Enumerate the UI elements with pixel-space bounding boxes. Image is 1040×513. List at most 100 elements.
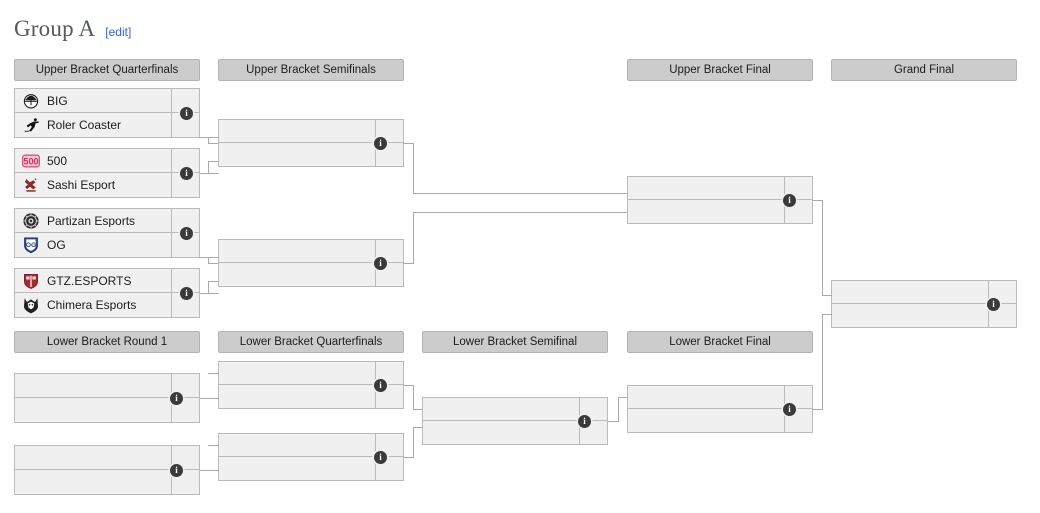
team-name: OG	[47, 239, 66, 251]
connector	[200, 173, 219, 174]
connector	[812, 200, 823, 201]
match-opponent-bottom[interactable]	[832, 304, 1016, 327]
match-lbqf1[interactable]: i	[218, 361, 404, 409]
round-header-upper-bracket-final: Upper Bracket Final	[627, 59, 813, 81]
opponent-info: BIG	[15, 89, 172, 112]
connector	[822, 200, 823, 295]
connector	[208, 445, 219, 446]
opponent-info	[423, 421, 580, 444]
big-logo	[22, 92, 40, 110]
round-header-grand-final: Grand Final	[831, 59, 1017, 81]
match-info-icon[interactable]: i	[783, 194, 796, 207]
team-name: BIG	[47, 94, 68, 107]
match-opponent-bottom[interactable]: Chimera Esports	[15, 293, 199, 317]
match-lower-bracket-final[interactable]: i	[627, 385, 813, 433]
match-ubsf2[interactable]: i	[218, 239, 404, 287]
match-opponent-top[interactable]: 500 500	[15, 149, 199, 173]
opponent-info: Partizan Esports	[15, 209, 172, 232]
connector	[200, 470, 219, 471]
connector	[413, 427, 423, 428]
match-grand-final[interactable]: i	[831, 280, 1017, 328]
edit-link[interactable]: [edit]	[105, 25, 132, 39]
connector	[608, 421, 619, 422]
match-lbr1b[interactable]: i	[14, 445, 200, 495]
match-opponent-top[interactable]	[219, 240, 403, 263]
match-ubqf4[interactable]: GTZ.ESPORTS Chimera Esports i	[14, 268, 200, 318]
connector	[812, 409, 823, 410]
match-info-icon[interactable]: i	[170, 464, 183, 477]
match-opponent-top[interactable]: BIG	[15, 89, 199, 113]
match-opponent-top[interactable]	[15, 374, 199, 398]
connector	[413, 212, 628, 213]
match-info-icon[interactable]: i	[180, 227, 193, 240]
connector	[413, 385, 414, 410]
match-opponent-bottom[interactable]	[628, 200, 812, 223]
gtz-esports-logo	[22, 272, 40, 290]
connector	[413, 427, 414, 458]
match-opponent-top[interactable]	[832, 281, 1016, 304]
match-opponent-top[interactable]	[15, 446, 199, 470]
match-opponent-bottom[interactable]: OG OG	[15, 233, 199, 257]
connector	[413, 409, 423, 410]
match-opponent-bottom[interactable]	[219, 263, 403, 286]
opponent-info: GTZ.ESPORTS	[15, 269, 172, 292]
match-opponent-top[interactable]: GTZ.ESPORTS	[15, 269, 199, 293]
match-opponent-top[interactable]	[423, 398, 607, 421]
connector	[208, 373, 219, 374]
match-opponent-top[interactable]	[219, 434, 403, 457]
opponent-info	[832, 304, 989, 327]
opponent-info: 500 500	[15, 149, 172, 172]
match-info-icon[interactable]: i	[180, 167, 193, 180]
match-upper-bracket-final[interactable]: i	[627, 176, 813, 224]
match-lower-bracket-semifinal[interactable]: i	[422, 397, 608, 445]
match-opponent-bottom[interactable]	[15, 398, 199, 422]
opponent-info	[219, 240, 376, 262]
match-ubqf1[interactable]: BIG Roler Coaster i	[14, 88, 200, 138]
og-logo: OG	[22, 236, 40, 254]
round-header-upper-bracket-quarterfinals: Upper Bracket Quarterfinals	[14, 59, 200, 81]
match-ubqf2[interactable]: 500 500 Sashi Esport i	[14, 148, 200, 198]
match-opponent-bottom[interactable]	[219, 143, 403, 166]
match-opponent-bottom[interactable]	[15, 470, 199, 494]
match-ubsf1[interactable]: i	[218, 119, 404, 167]
match-opponent-top[interactable]: Partizan Esports	[15, 209, 199, 233]
match-opponent-top[interactable]	[628, 177, 812, 200]
match-lbqf2[interactable]: i	[218, 433, 404, 481]
opponent-info	[219, 434, 376, 456]
match-info-icon[interactable]: i	[170, 392, 183, 405]
round-header-lower-bracket-semifinal: Lower Bracket Semifinal	[422, 331, 608, 353]
chimera-esports-logo	[22, 296, 40, 314]
match-info-icon[interactable]: i	[374, 257, 387, 270]
svg-text:OG: OG	[26, 242, 36, 249]
connector	[208, 137, 209, 143]
round-header-lower-bracket-quarterfinals: Lower Bracket Quarterfinals	[218, 331, 404, 353]
match-info-icon[interactable]: i	[374, 137, 387, 150]
five-hundred-logo: 500	[22, 152, 40, 170]
round-header-upper-bracket-semifinals: Upper Bracket Semifinals	[218, 59, 404, 81]
match-opponent-bottom[interactable]	[628, 409, 812, 432]
opponent-info	[628, 409, 785, 432]
match-lbr1a[interactable]: i	[14, 373, 200, 423]
match-ubqf3[interactable]: Partizan Esports OG OG i	[14, 208, 200, 258]
connector	[208, 281, 209, 294]
match-info-icon[interactable]: i	[180, 107, 193, 120]
match-opponent-top[interactable]	[219, 120, 403, 143]
match-info-icon[interactable]: i	[987, 298, 1000, 311]
match-opponent-bottom[interactable]: Sashi Esport	[15, 173, 199, 197]
team-name: Chimera Esports	[47, 299, 137, 311]
match-opponent-bottom[interactable]	[219, 385, 403, 408]
opponent-info	[219, 143, 376, 166]
page-header: Group A [edit]	[14, 16, 131, 42]
connector	[200, 398, 219, 399]
match-info-icon[interactable]: i	[578, 415, 591, 428]
match-info-icon[interactable]: i	[374, 451, 387, 464]
match-opponent-bottom[interactable]	[219, 457, 403, 480]
match-opponent-top[interactable]	[219, 362, 403, 385]
match-info-icon[interactable]: i	[783, 403, 796, 416]
opponent-info: Chimera Esports	[15, 293, 172, 317]
match-opponent-bottom[interactable]: Roler Coaster	[15, 113, 199, 137]
match-opponent-top[interactable]	[628, 386, 812, 409]
match-info-icon[interactable]: i	[374, 379, 387, 392]
match-info-icon[interactable]: i	[180, 287, 193, 300]
match-opponent-bottom[interactable]	[423, 421, 607, 444]
